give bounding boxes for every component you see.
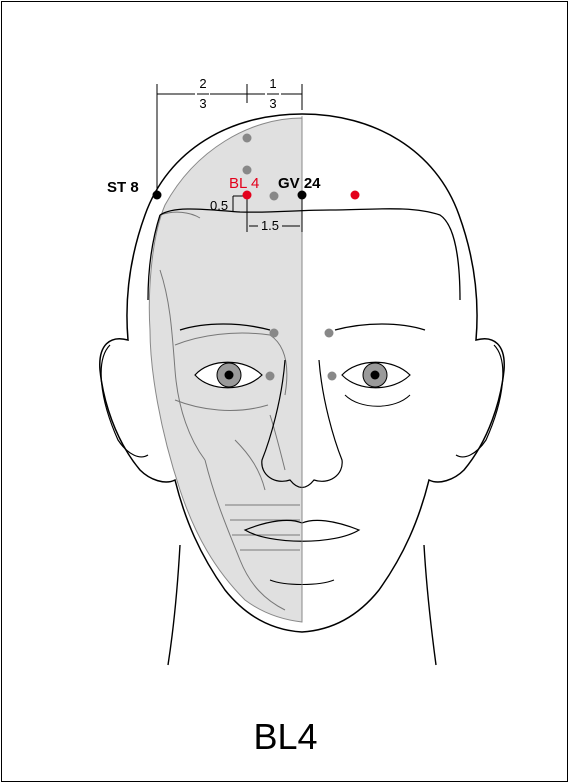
st8-point — [153, 191, 162, 200]
one-half-cun-label: 1.5 — [261, 218, 279, 233]
fraction-one-third: 1 3 — [267, 76, 279, 111]
right-ear — [456, 345, 503, 457]
svg-text:3: 3 — [199, 96, 206, 111]
neck-left — [168, 545, 180, 665]
neck-right — [424, 545, 436, 665]
figure-caption: BL4 — [0, 716, 571, 758]
svg-text:3: 3 — [269, 96, 276, 111]
right-eye — [342, 362, 410, 406]
bl4-point-right — [351, 191, 360, 200]
bl4-label: BL 4 — [229, 175, 259, 192]
fraction-two-thirds: 2 3 — [197, 76, 209, 111]
st8-label: ST 8 — [107, 179, 139, 196]
half-cun-label: 0.5 — [210, 198, 228, 213]
right-eyebrow — [335, 324, 425, 330]
svg-text:1: 1 — [269, 76, 276, 91]
left-ear — [101, 345, 148, 457]
gv24-label: GV 24 — [278, 175, 321, 192]
svg-text:2: 2 — [199, 76, 206, 91]
